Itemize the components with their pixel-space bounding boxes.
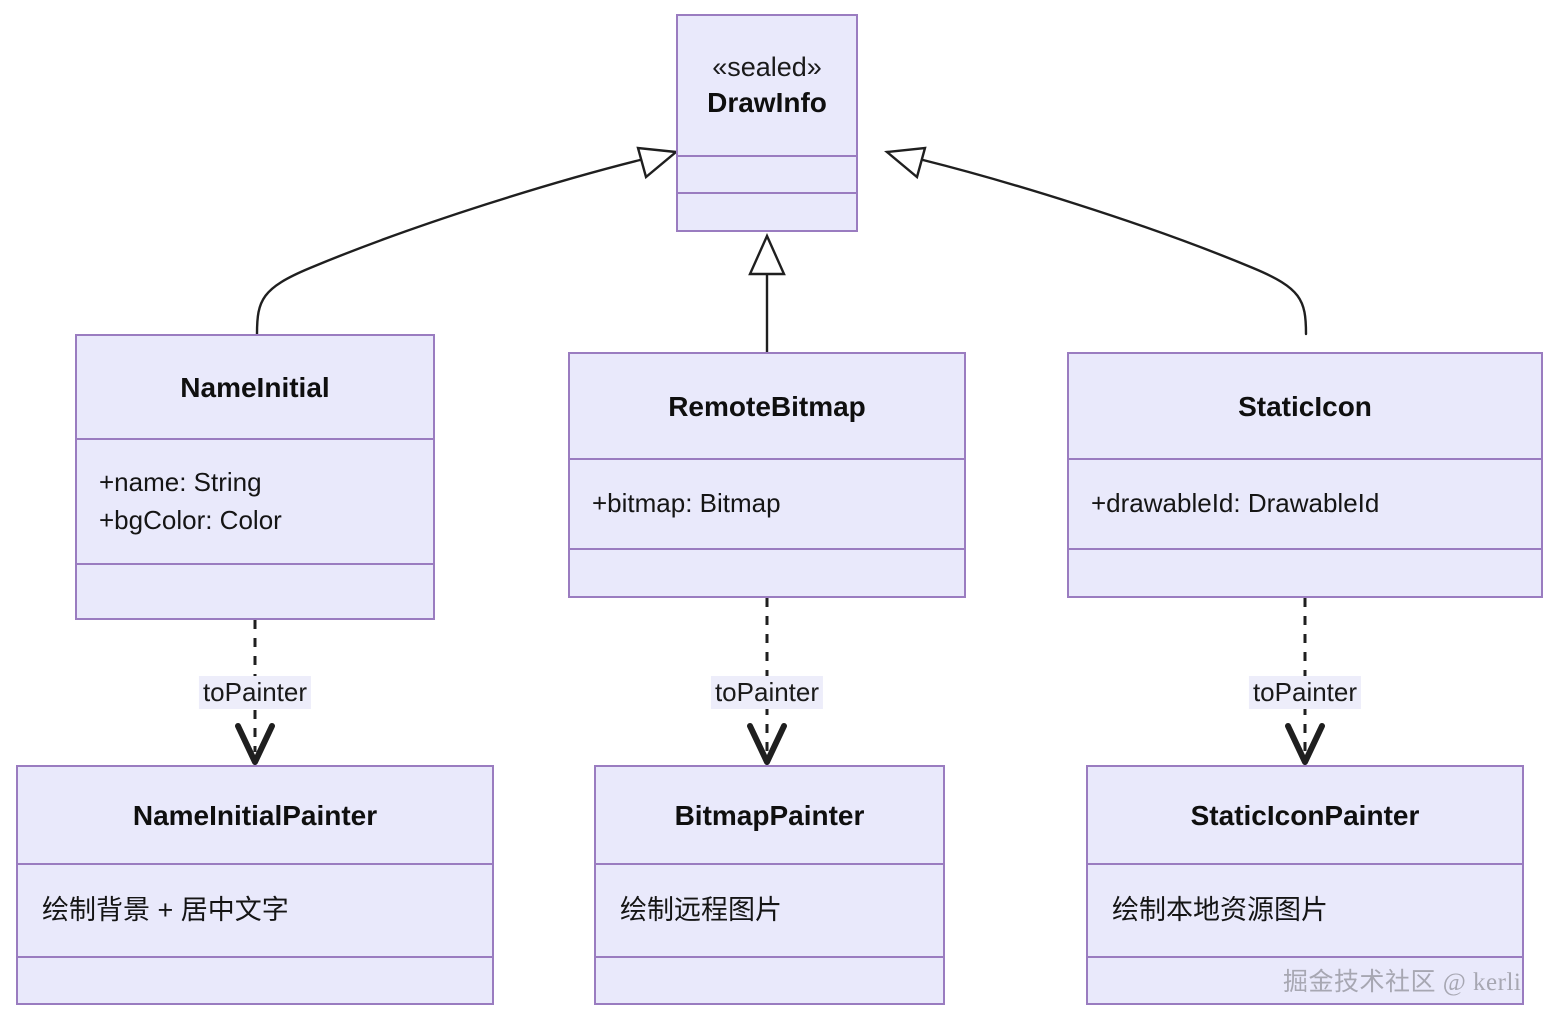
class-box-remotebitmap[interactable]: RemoteBitmap +bitmap: Bitmap — [568, 352, 966, 598]
class-name-staticicon: StaticIcon — [1238, 390, 1372, 422]
class-attributes-compartment-drawinfo — [678, 154, 856, 193]
class-attributes-compartment-bitmappainter: 绘制远程图片 — [596, 863, 943, 956]
class-attribute: 绘制本地资源图片 — [1112, 894, 1328, 925]
class-box-staticicon[interactable]: StaticIcon +drawableId: DrawableId — [1067, 352, 1543, 598]
class-methods-compartment-staticiconpainter — [1088, 956, 1522, 1003]
class-attributes-compartment-remotebitmap: +bitmap: Bitmap — [570, 458, 964, 548]
class-box-nameinitialpainter[interactable]: NameInitialPainter 绘制背景 + 居中文字 — [16, 765, 494, 1005]
class-title-compartment-bitmappainter: BitmapPainter — [596, 767, 943, 863]
generalization-edge-staticicon — [921, 158, 1308, 336]
watermark-text: 掘金技术社区 @ kerli — [1283, 969, 1522, 996]
class-box-staticiconpainter[interactable]: StaticIconPainter 绘制本地资源图片 — [1086, 765, 1524, 1005]
edge-label-topainter-left: toPainter — [198, 676, 312, 710]
class-methods-compartment-staticicon — [1069, 548, 1541, 596]
class-attribute: +drawableId: DrawableId — [1091, 488, 1380, 519]
class-attribute: +bitmap: Bitmap — [592, 488, 781, 519]
class-methods-compartment-nameinitialpainter — [18, 956, 492, 1003]
class-title-compartment-staticicon: StaticIcon — [1069, 354, 1541, 458]
dependency-arrowhead-right — [1285, 723, 1325, 765]
class-attribute: 绘制背景 + 居中文字 — [42, 894, 289, 925]
class-name-staticiconpainter: StaticIconPainter — [1190, 799, 1420, 831]
class-title-compartment-drawinfo: «sealed» DrawInfo — [678, 16, 856, 155]
dependency-arrowhead-left — [235, 723, 275, 765]
class-attribute: 绘制远程图片 — [620, 894, 782, 925]
class-attribute: +name: String — [99, 466, 262, 497]
dependency-arrowhead-middle — [747, 723, 787, 765]
class-stereotype-drawinfo: «sealed» — [712, 51, 822, 82]
class-attributes-compartment-staticiconpainter: 绘制本地资源图片 — [1088, 863, 1522, 956]
class-attributes-compartment-nameinitialpainter: 绘制背景 + 居中文字 — [18, 863, 492, 956]
class-attributes-compartment-nameinitial: +name: String +bgColor: Color — [77, 438, 433, 563]
class-methods-compartment-bitmappainter — [596, 956, 943, 1003]
class-title-compartment-nameinitialpainter: NameInitialPainter — [18, 767, 492, 863]
edge-label-topainter-right: toPainter — [1248, 676, 1362, 710]
edge-label-topainter-middle: toPainter — [710, 676, 824, 710]
generalization-arrowhead-right — [884, 146, 927, 180]
class-title-compartment-remotebitmap: RemoteBitmap — [570, 354, 964, 458]
class-title-compartment-nameinitial: NameInitial — [77, 336, 433, 438]
class-title-compartment-staticiconpainter: StaticIconPainter — [1088, 767, 1522, 863]
class-methods-compartment-nameinitial — [77, 563, 433, 618]
class-attribute: +bgColor: Color — [99, 504, 282, 535]
class-box-bitmappainter[interactable]: BitmapPainter 绘制远程图片 — [594, 765, 945, 1005]
class-name-bitmappainter: BitmapPainter — [674, 799, 865, 831]
class-name-nameinitialpainter: NameInitialPainter — [132, 799, 378, 831]
class-name-drawinfo: DrawInfo — [707, 86, 827, 118]
class-box-drawinfo[interactable]: «sealed» DrawInfo — [676, 14, 858, 232]
class-box-nameinitial[interactable]: NameInitial +name: String +bgColor: Colo… — [75, 334, 435, 620]
class-name-remotebitmap: RemoteBitmap — [668, 390, 866, 422]
class-name-nameinitial: NameInitial — [180, 371, 330, 403]
generalization-edge-nameinitial — [255, 158, 642, 336]
class-methods-compartment-remotebitmap — [570, 548, 964, 596]
generalization-arrowhead-left — [636, 146, 679, 180]
generalization-arrowhead-middle — [748, 233, 786, 276]
class-attributes-compartment-staticicon: +drawableId: DrawableId — [1069, 458, 1541, 548]
class-methods-compartment-drawinfo — [678, 192, 856, 230]
